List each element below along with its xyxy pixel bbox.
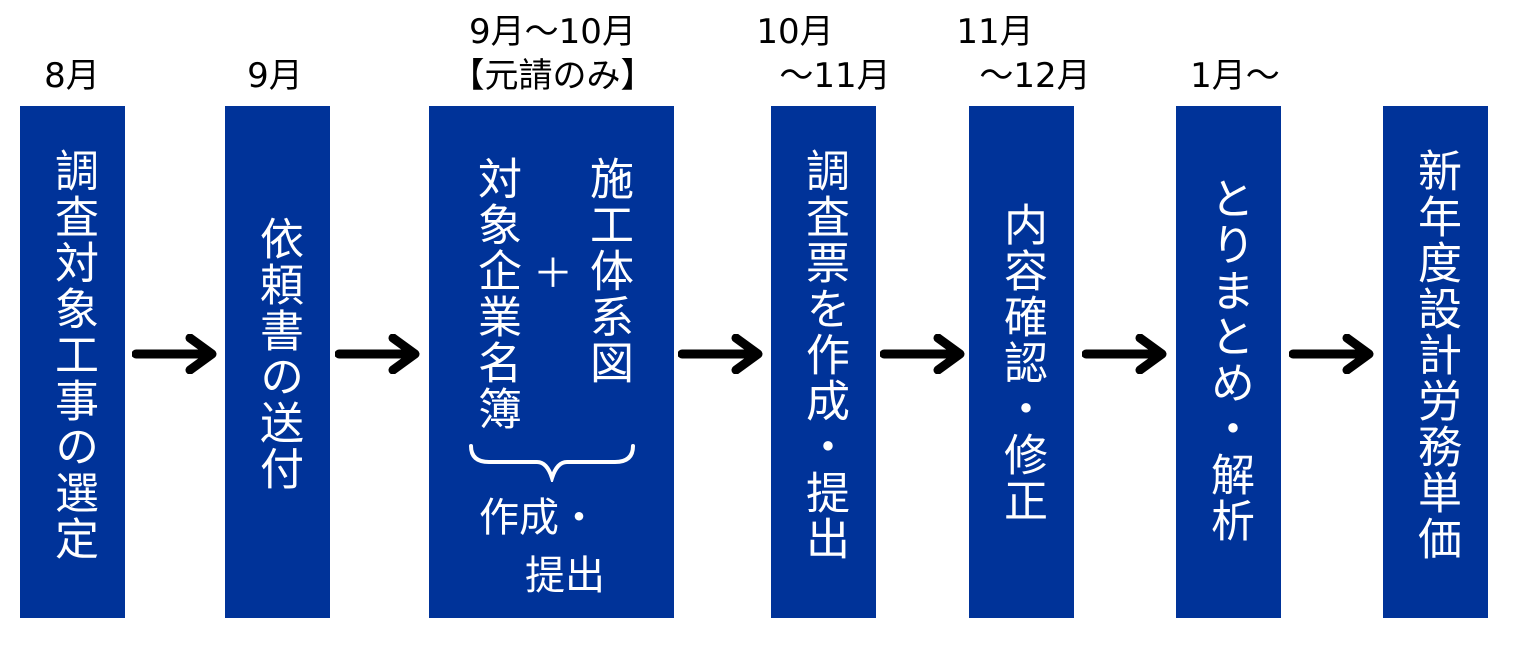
arrow-right-icon-6 (1289, 334, 1374, 374)
step-box-prime-contractor: 対象企業名簿 ＋ 施工体系図 作成・ 提出 (429, 106, 674, 618)
period-label-6: 1月～ (1190, 56, 1280, 96)
period-label-5b: ～12月 (979, 56, 1091, 96)
step-text-analysis: とりまとめ・解析 (1203, 176, 1254, 544)
period-label-1: 8月 (44, 56, 100, 96)
step-text-company-list: 対象企業名簿 (470, 156, 521, 432)
step-box-request-sending: 依頼書の送付 (225, 106, 330, 618)
period-label-2: 9月 (247, 56, 303, 96)
step-text-create: 作成・ (479, 495, 599, 541)
step-text-review: 内容確認・修正 (996, 202, 1047, 524)
step-text-questionnaire: 調査票を作成・提出 (798, 148, 849, 562)
arrow-right-icon-3 (678, 334, 763, 374)
step-text-request-sending: 依頼書の送付 (252, 216, 303, 492)
period-label-4b: ～11月 (779, 56, 891, 96)
step-box-questionnaire: 調査票を作成・提出 (771, 106, 876, 618)
step-box-survey-selection: 調査対象工事の選定 (20, 106, 125, 618)
step-box-analysis: とりまとめ・解析 (1176, 106, 1281, 618)
arrow-right-icon-4 (880, 334, 965, 374)
period-label-5a: 11月 (956, 12, 1034, 52)
period-note-3: 【元請のみ】 (450, 56, 655, 96)
period-label-3: 9月～10月 (469, 12, 636, 52)
step-box-labor-unit-price: 新年度設計労務単価 (1383, 106, 1488, 618)
arrow-right-icon-2 (335, 334, 420, 374)
step-text-construction-chart: 施工体系図 (582, 156, 633, 386)
curly-brace (469, 444, 635, 482)
step-text-submit: 提出 (525, 553, 605, 599)
plus-sign: ＋ (533, 251, 573, 297)
step-text-survey-selection: 調査対象工事の選定 (47, 148, 98, 562)
step-text-labor-unit-price: 新年度設計労務単価 (1410, 148, 1461, 562)
period-label-4a: 10月 (756, 12, 834, 52)
step-box-review: 内容確認・修正 (969, 106, 1074, 618)
arrow-right-icon-1 (132, 334, 217, 374)
arrow-right-icon-5 (1082, 334, 1167, 374)
